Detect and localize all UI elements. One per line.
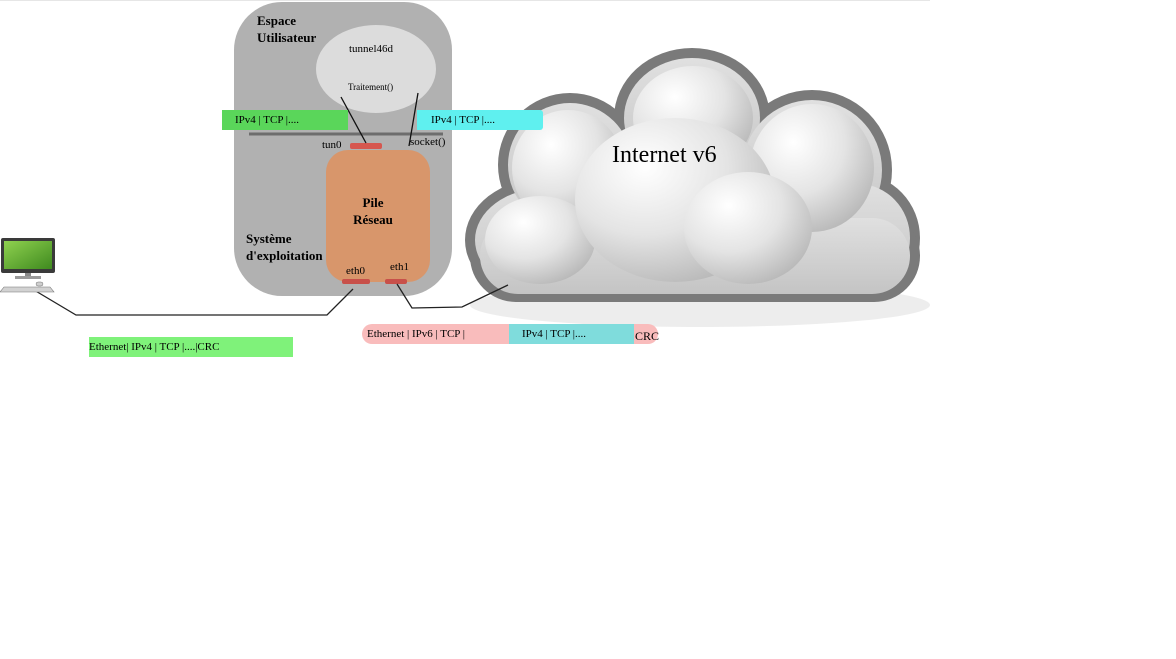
process-ellipse (316, 25, 436, 113)
desktop-computer-icon (0, 238, 55, 293)
packet-wan: Ethernet | IPv6 | TCP | IPv4 | TCP |....… (362, 324, 660, 344)
network-stack-box (326, 150, 430, 282)
packet-tun-side-label: IPv4 | TCP |.... (235, 114, 300, 126)
tun0-label: tun0 (322, 139, 342, 151)
packet-socket-side: IPv4 | TCP |.... (417, 110, 543, 130)
packet-wan-inner-label: IPv4 | TCP |.... (522, 328, 587, 340)
eth0-label: eth0 (346, 265, 365, 277)
user-space-label-line1: Espace (257, 13, 296, 28)
packet-lan: Ethernet| IPv4 | TCP |....|CRC (89, 337, 293, 357)
tun0-marker (350, 143, 382, 149)
user-space-label-line2: Utilisateur (257, 30, 317, 45)
packet-tun-side: IPv4 | TCP |.... (222, 110, 348, 130)
user-space-label: Espace Utilisateur (257, 12, 316, 46)
os-label-line1: Système (246, 231, 292, 246)
cloud-icon (465, 48, 930, 327)
socket-link (408, 92, 419, 147)
tun0-link (340, 96, 367, 144)
eth1-marker (385, 279, 407, 284)
process-name: tunnel46d (349, 43, 393, 55)
cloud-label: Internet v6 (612, 142, 717, 168)
packet-socket-side-label: IPv4 | TCP |.... (431, 114, 496, 126)
network-stack-label-line1: Pile (362, 195, 384, 210)
packet-lan-label: Ethernet| IPv4 | TCP |....|CRC (89, 341, 220, 353)
lan-cable (33, 288, 354, 316)
packet-wan-crc-label: CRC (635, 329, 660, 343)
packet-wan-inner: IPv4 | TCP |.... (509, 324, 634, 344)
packet-wan-outer-label: Ethernet | IPv6 | TCP | (367, 328, 465, 340)
socket-label: socket() (410, 136, 446, 148)
wan-cable (396, 283, 509, 309)
eth1-label: eth1 (390, 261, 409, 273)
os-label-line2: d'exploitation (246, 248, 323, 263)
process-function: Traitement() (348, 82, 394, 92)
os-label: Système d'exploitation (246, 230, 323, 264)
network-stack-label-line2: Réseau (353, 212, 393, 227)
network-stack-label: Pile Réseau (352, 194, 394, 228)
eth0-marker (342, 279, 370, 284)
